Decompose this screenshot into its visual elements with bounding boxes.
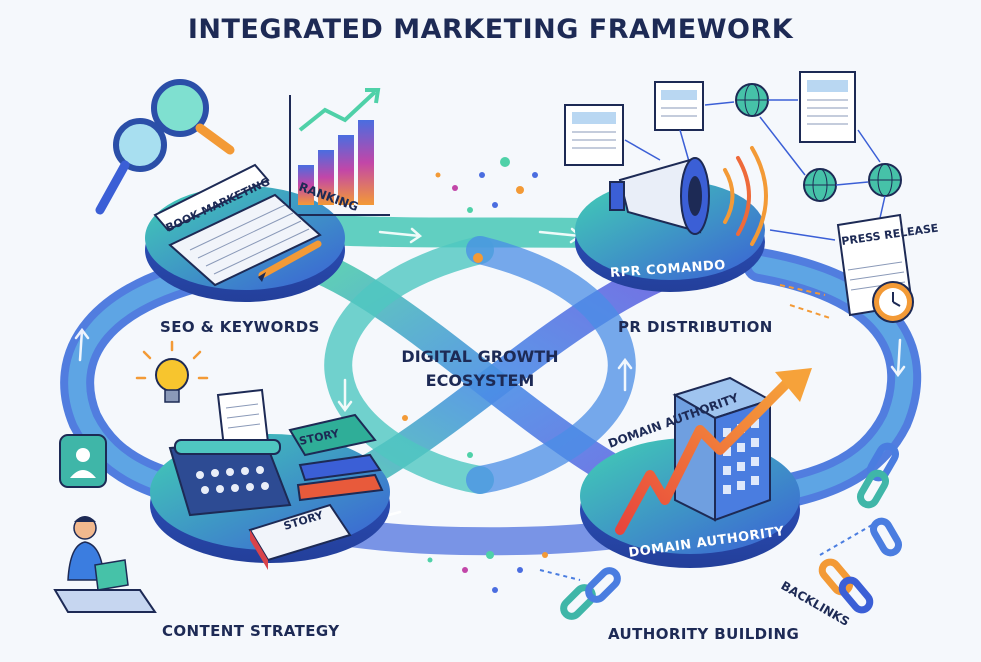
typewriter-icon <box>168 388 292 517</box>
seo-label: SEO & KEYWORDS <box>160 318 320 336</box>
lightbulb-icon <box>135 340 209 403</box>
dashed-arrows-pr <box>779 284 831 319</box>
center-label: DIGITAL GROWTH ECOSYSTEM <box>380 345 580 393</box>
content-label: CONTENT STRATEGY <box>162 622 340 640</box>
authority-label: AUTHORITY BUILDING <box>608 625 800 643</box>
chain-link-icon <box>560 442 902 620</box>
center-line-1: DIGITAL GROWTH <box>401 347 559 366</box>
building-icon <box>672 376 773 522</box>
trend-arrow-icon <box>615 368 812 535</box>
center-line-2: ECOSYSTEM <box>425 371 535 390</box>
clock-icon <box>872 281 914 323</box>
reader-person-icon <box>53 516 157 613</box>
keyboard-icon <box>153 163 322 287</box>
dashed-links <box>539 524 873 581</box>
page-title: INTEGRATED MARKETING FRAMEWORK <box>187 14 794 45</box>
pencil-icon <box>258 240 322 282</box>
megaphone-icon <box>609 146 768 246</box>
bar-chart-icon <box>289 88 390 216</box>
magnifier-icon <box>95 79 235 215</box>
newspaper-icon <box>564 71 856 166</box>
pr-label: PR DISTRIBUTION <box>618 318 773 336</box>
confetti-dots <box>402 157 548 593</box>
book-icon <box>248 413 384 570</box>
globe-icon <box>624 83 902 241</box>
chat-user-icon <box>59 434 107 488</box>
